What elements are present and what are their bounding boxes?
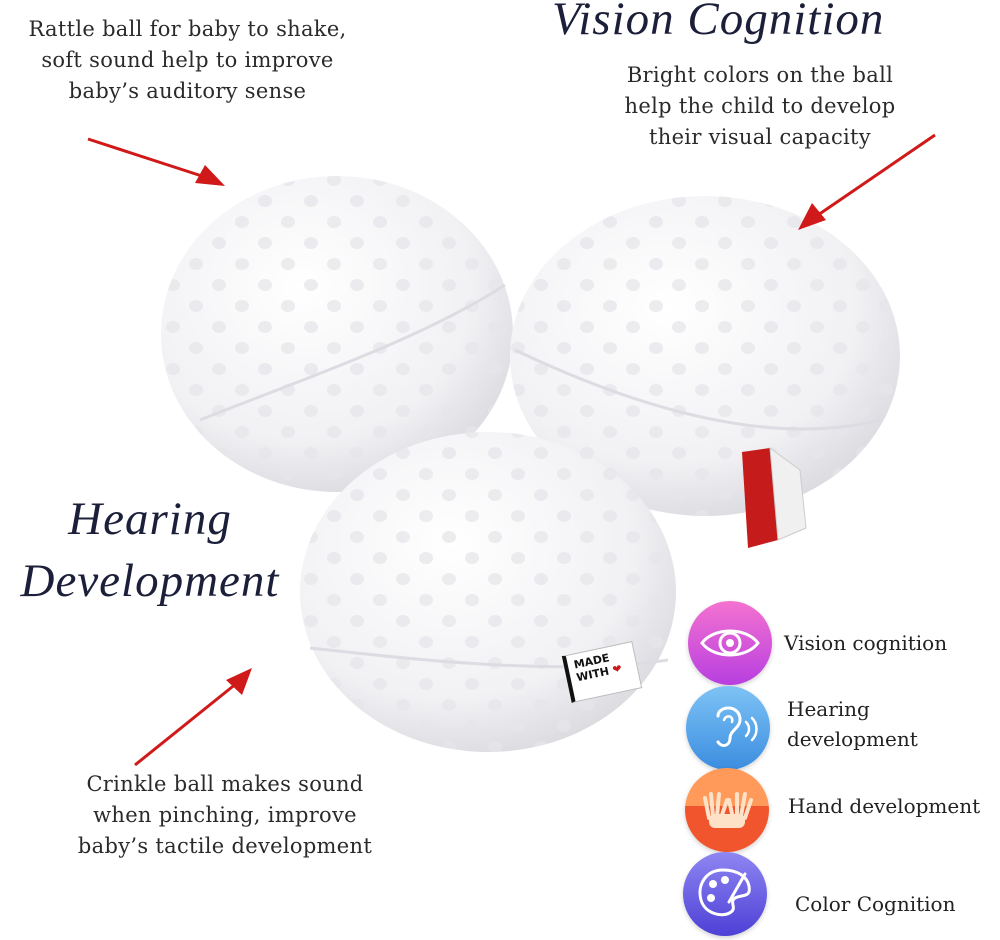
vision-caption: Bright colors on the ball help the child… <box>600 60 920 153</box>
arrow-bottom-left <box>134 668 252 767</box>
caption-line: their visual capacity <box>649 125 871 149</box>
crinkle-ball <box>300 432 676 752</box>
caption-line: help the child to develop <box>624 94 896 118</box>
caption-line: baby’s tactile development <box>77 834 373 858</box>
caption-line: soft sound help to improve <box>41 48 334 72</box>
heading-line: Hearing <box>68 493 232 545</box>
color-ball <box>510 196 900 548</box>
heart-icon: ❤ <box>611 661 624 677</box>
rattle-caption: Rattle ball for baby to shake, soft soun… <box>15 14 360 107</box>
caption-line: when pinching, improve <box>93 803 357 827</box>
caption-line: baby’s auditory sense <box>68 79 307 103</box>
crinkle-caption: Crinkle ball makes sound when pinching, … <box>50 769 400 862</box>
hearing-heading: Hearing Development <box>0 488 300 612</box>
ribbon-tag <box>742 448 778 548</box>
caption-line: Bright colors on the ball <box>626 63 894 87</box>
caption-line: Rattle ball for baby to shake, <box>28 17 347 41</box>
vision-heading: Vision Cognition <box>552 0 885 45</box>
rattle-ball <box>161 176 513 492</box>
arrow-top-left <box>87 137 225 186</box>
arrow-top-right <box>798 133 936 230</box>
caption-line: Crinkle ball makes sound <box>86 772 364 796</box>
heading-line: Development <box>20 555 280 607</box>
